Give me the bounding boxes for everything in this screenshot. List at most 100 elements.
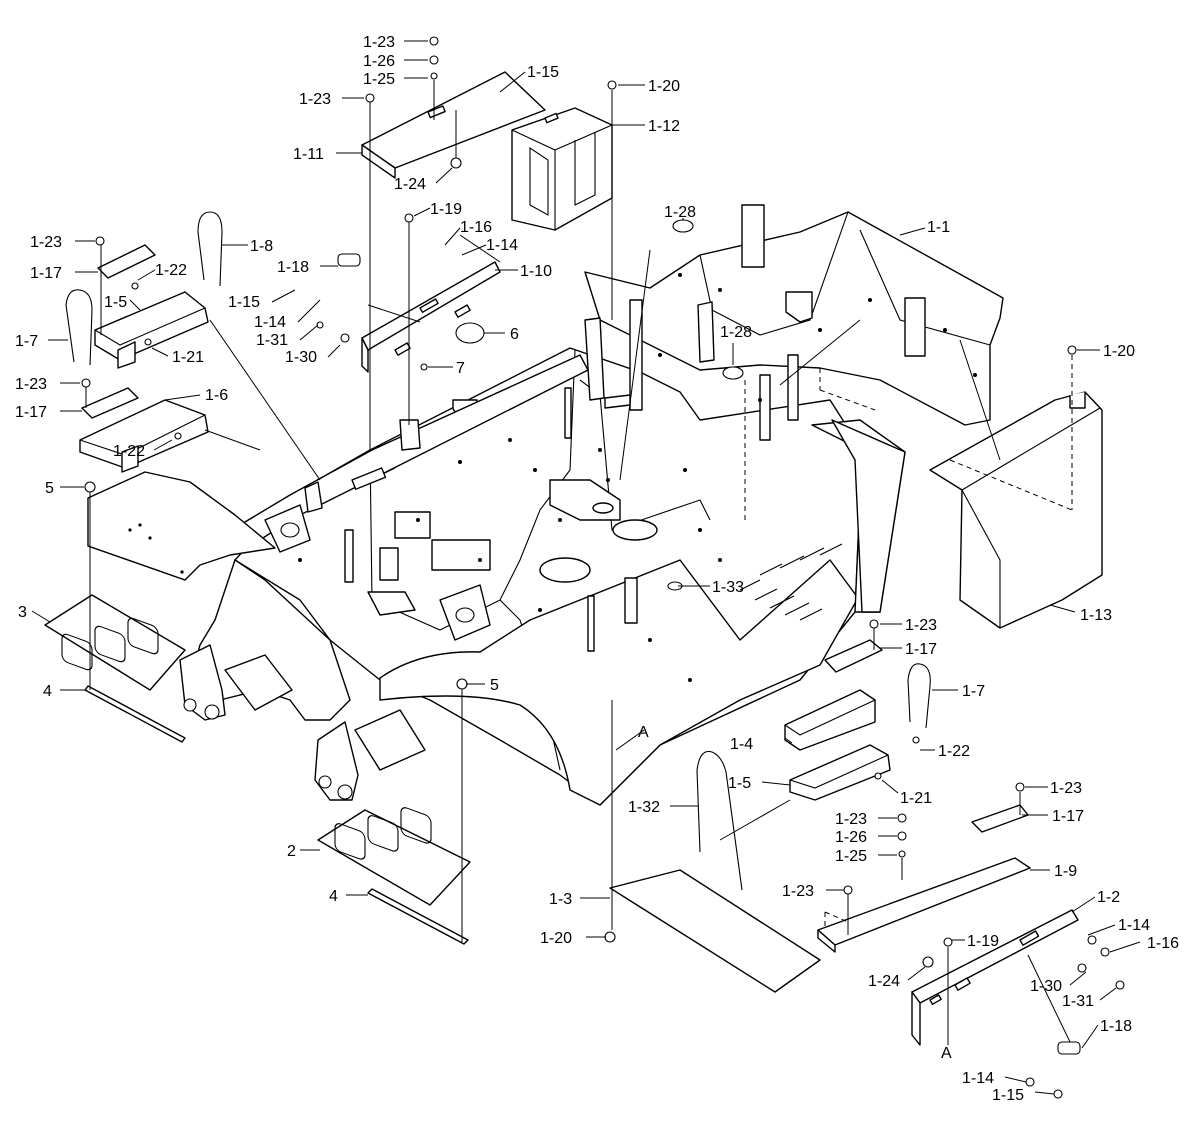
callout-label: 1-4 [730, 736, 753, 753]
callout-label: 1-17 [905, 641, 937, 658]
callout-label: 1-7 [15, 333, 38, 350]
callout-label: 2 [287, 843, 296, 860]
callout-label: 1-21 [900, 790, 932, 807]
callout-label: 1-23 [905, 617, 937, 634]
step-upper-left [94, 244, 209, 369]
trim-strip-4-upper [84, 685, 186, 743]
interior-block [431, 539, 491, 571]
step-right [784, 639, 891, 801]
callout-label: 1-24 [868, 973, 900, 990]
callout-label: 1-9 [1054, 863, 1077, 880]
callout-label: 1-16 [460, 219, 492, 236]
grille-panel-2 [317, 809, 471, 906]
callout-label: 5 [45, 480, 54, 497]
upper-cover-assembly [361, 71, 613, 231]
fastener-hardware [81, 36, 1125, 1099]
callout-label: 1-26 [835, 829, 867, 846]
deck-vent-slots [739, 543, 843, 621]
dashed-assembly-lines [744, 355, 1073, 930]
tread-1-17 [97, 244, 156, 279]
callout-label: 1-23 [363, 34, 395, 51]
handrail-1-7-right [907, 663, 931, 729]
callout-label: 1-26 [363, 53, 395, 70]
callout-label: 1-23 [15, 376, 47, 393]
main-frame-assembly [179, 204, 1004, 806]
callout-label: 1-23 [835, 811, 867, 828]
callout-label: 1-17 [30, 265, 62, 282]
handrail-1-32 [696, 750, 743, 891]
callout-label: 1-15 [992, 1087, 1024, 1104]
callout-label: 1-33 [712, 579, 744, 596]
callout-label: 1-15 [527, 64, 559, 81]
callout-label: 1-11 [293, 146, 324, 163]
callout-label: 1-23 [299, 91, 331, 108]
callout-label: 1-23 [1050, 780, 1082, 797]
plug-6 [455, 322, 485, 344]
callout-label: 1-18 [1100, 1018, 1132, 1035]
callout-label: 6 [510, 326, 519, 343]
callout-label: 1-22 [155, 262, 187, 279]
callout-label: 1-13 [1080, 607, 1112, 624]
callout-label: 1-8 [250, 238, 273, 255]
callout-label: 1-2 [1097, 889, 1120, 906]
callout-label: 1-15 [228, 294, 260, 311]
callout-label: 1-22 [938, 743, 970, 760]
callout-label: 1-23 [30, 234, 62, 251]
callout-label: 1-6 [205, 387, 228, 404]
handrail-1-8 [197, 211, 223, 287]
callout-label: 1-14 [254, 314, 286, 331]
callout-label: 4 [43, 683, 52, 700]
callout-labels: 1-23 1-26 1-25 1-15 1-23 1-20 1-12 1-11 … [15, 34, 1179, 1104]
callout-label: 1-19 [967, 933, 999, 950]
callout-label: 1-20 [1103, 343, 1135, 360]
callout-leaders [31, 40, 1141, 1095]
callout-label: 1-3 [549, 891, 572, 908]
callout-label: 1-20 [648, 78, 680, 95]
callout-label: 1-30 [285, 349, 317, 366]
callout-label: 1-24 [394, 176, 426, 193]
cover-box-1-12 [511, 107, 613, 231]
callout-label: 3 [18, 604, 27, 621]
grille-panel-3 [44, 594, 186, 691]
callout-label: 1-14 [1118, 917, 1150, 934]
step-plate-1-9 [817, 857, 1031, 946]
callout-label: 1-28 [664, 204, 696, 221]
callout-label: 1-25 [363, 71, 395, 88]
step-mid-left [79, 387, 209, 473]
callout-label: 1-12 [648, 118, 680, 135]
front-fender [379, 559, 859, 806]
callout-label: A [941, 1045, 952, 1062]
rear-cowl-bracket [904, 297, 926, 357]
trim-strip-4-lower [367, 888, 469, 945]
callout-label: 5 [490, 677, 499, 694]
tread-1-17-b [81, 387, 139, 419]
callout-label: 1-7 [962, 683, 985, 700]
callout-label: 1-30 [1030, 978, 1062, 995]
callout-label: 1-17 [1052, 808, 1084, 825]
callout-label: 1-10 [520, 263, 552, 280]
tread-1-17-c [824, 639, 883, 673]
callout-label: 1-19 [430, 201, 462, 218]
callout-label: 1-16 [1147, 935, 1179, 952]
callout-label: 1-18 [277, 259, 309, 276]
assembly-lines [85, 80, 1071, 1043]
step-box-1-4 [784, 689, 876, 751]
callout-label: 1-1 [927, 219, 950, 236]
callout-label: 1-31 [256, 332, 288, 349]
callout-label: 1-20 [540, 930, 572, 947]
front-cover-assembly [44, 471, 471, 945]
callout-label: 7 [456, 360, 465, 377]
body-holes [298, 273, 977, 682]
callout-label: 1-25 [835, 848, 867, 865]
callout-label: 1-28 [720, 324, 752, 341]
rear-cowl-bracket [741, 204, 765, 268]
callout-label: 1-14 [486, 237, 518, 254]
callout-label: 1-32 [628, 799, 660, 816]
callout-label: A [638, 724, 649, 741]
callout-label: 1-5 [104, 294, 127, 311]
callout-label: 1-31 [1062, 993, 1094, 1010]
callout-label: 1-23 [782, 883, 814, 900]
side-cover-1-13 [929, 391, 1103, 629]
